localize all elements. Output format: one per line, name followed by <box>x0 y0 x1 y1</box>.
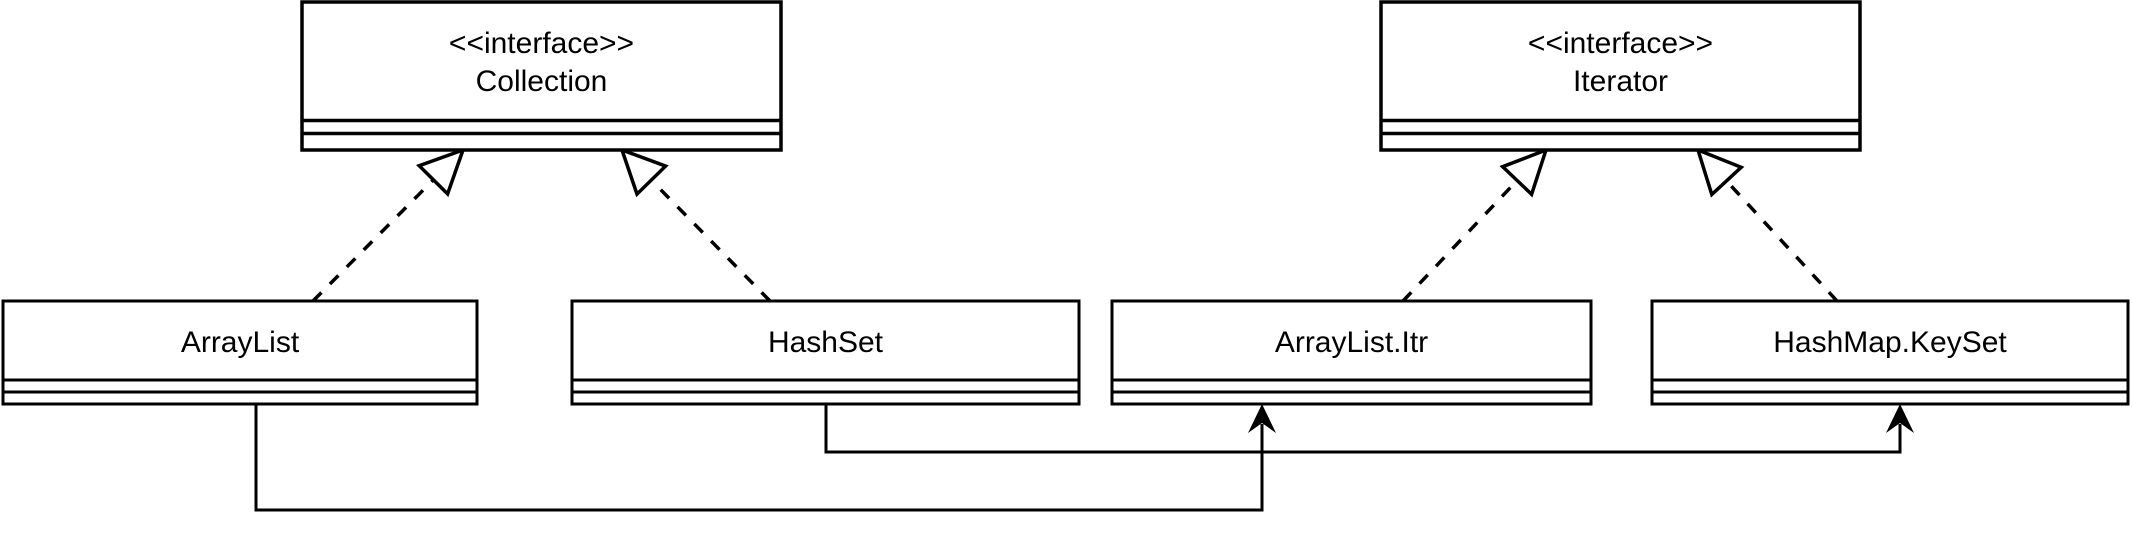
hollow-triangle-arrowhead-icon <box>1499 147 1549 198</box>
realization-dashed-line[interactable] <box>311 178 435 303</box>
hollow-triangle-arrowhead-icon <box>1695 147 1745 198</box>
edge-hashset-realizes-collection[interactable] <box>619 147 772 303</box>
edge-arraylistitr-realizes-iterator[interactable] <box>1401 147 1549 303</box>
class-box-hashmapkeyset[interactable]: HashMap.KeySet <box>1650 299 2130 406</box>
filled-arrowhead-icon <box>1886 404 1914 433</box>
class-name-label: ArrayList.Itr <box>1275 326 1428 359</box>
interface-name-label: Collection <box>476 65 608 98</box>
edge-hashset-to-hashmapkeyset[interactable] <box>824 404 1914 454</box>
association-solid-line[interactable] <box>254 404 1264 512</box>
interface-name-label: Iterator <box>1573 65 1668 98</box>
realization-dashed-line[interactable] <box>1401 179 1519 303</box>
interface-box-iterator[interactable]: <<interface>> Iterator <box>1379 0 1862 152</box>
filled-arrowhead-icon <box>1248 404 1276 433</box>
edge-hashmapkeyset-realizes-iterator[interactable] <box>1695 147 1839 303</box>
edge-arraylist-realizes-collection[interactable] <box>311 147 466 303</box>
class-box-hashmapkeyset-border[interactable] <box>1650 299 2130 406</box>
hollow-triangle-arrowhead-icon <box>619 147 669 198</box>
class-box-hashset-border[interactable] <box>570 299 1081 406</box>
realization-dashed-line[interactable] <box>650 178 772 303</box>
edge-arraylist-to-arraylistitr[interactable] <box>254 404 1276 512</box>
interface-box-collection[interactable]: <<interface>> Collection <box>300 0 783 152</box>
class-box-arraylistitr-border[interactable] <box>1110 299 1593 406</box>
class-name-label: ArrayList <box>181 326 300 359</box>
class-box-arraylist-border[interactable] <box>1 299 479 406</box>
class-box-arraylist[interactable]: ArrayList <box>1 299 479 406</box>
class-box-arraylistitr[interactable]: ArrayList.Itr <box>1110 299 1593 406</box>
association-solid-line[interactable] <box>824 404 1902 454</box>
interface-box-iterator-border[interactable] <box>1379 0 1862 152</box>
class-box-hashset[interactable]: HashSet <box>570 299 1081 406</box>
class-name-label: HashSet <box>768 326 884 359</box>
interface-stereotype-label: <<interface>> <box>1528 27 1713 60</box>
hollow-triangle-arrowhead-icon <box>415 147 466 198</box>
interface-stereotype-label: <<interface>> <box>449 27 634 60</box>
realization-dashed-line[interactable] <box>1725 179 1839 303</box>
class-name-label: HashMap.KeySet <box>1773 326 2007 359</box>
interface-box-collection-border[interactable] <box>300 0 783 152</box>
